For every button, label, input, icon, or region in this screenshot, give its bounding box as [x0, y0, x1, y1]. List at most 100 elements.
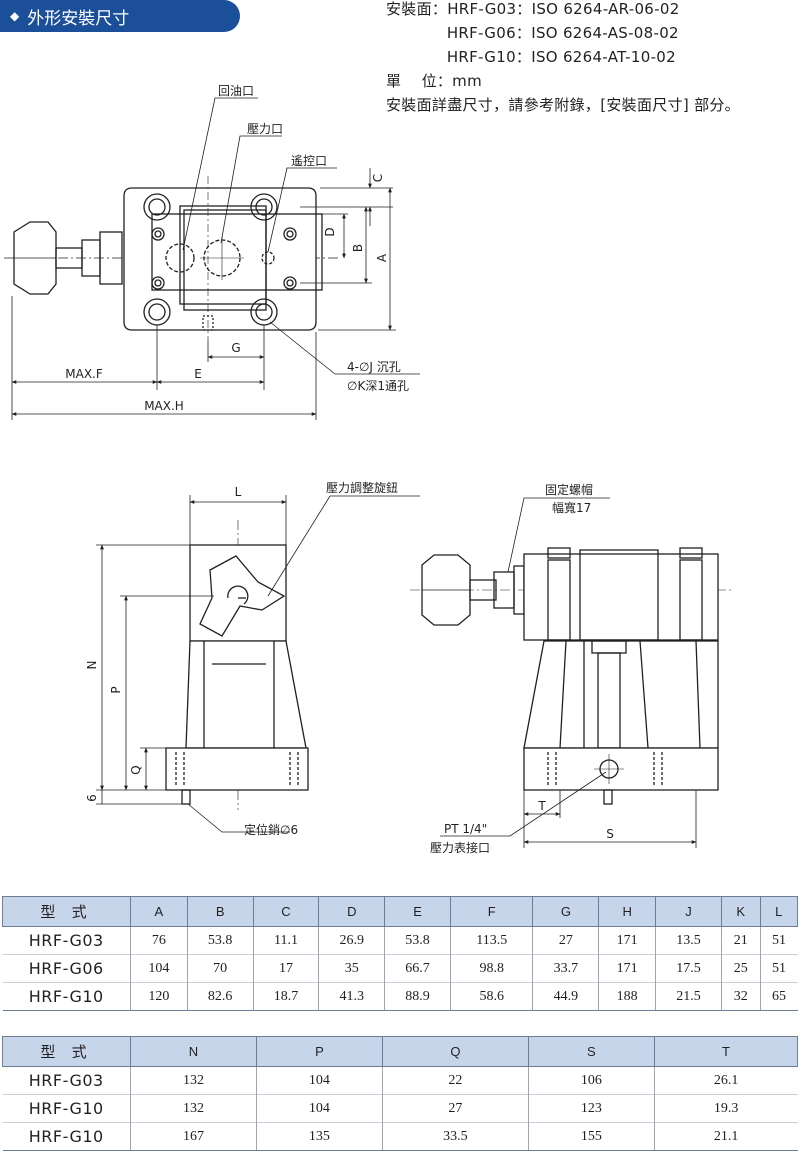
table-header: F	[449, 896, 534, 927]
table-cell: 53.8	[186, 926, 254, 955]
table-cell: 19.3	[653, 1094, 798, 1123]
diamond-bullet-icon: ◆	[10, 9, 20, 23]
table-cell: 13.5	[655, 926, 722, 955]
table-cell: 104	[255, 1094, 383, 1123]
label-L: L	[235, 485, 242, 499]
table-cell: 120	[130, 982, 188, 1011]
table-row: HRF-G10 132 104 27 123 19.3	[2, 1094, 798, 1123]
table-header: S	[527, 1036, 655, 1067]
table-cell: 155	[527, 1122, 655, 1151]
table-cell: 66.7	[384, 954, 451, 983]
table-cell: 33.5	[381, 1122, 529, 1151]
table-cell: 21.1	[653, 1122, 798, 1151]
label-N: N	[85, 661, 99, 670]
label-P: P	[109, 686, 123, 693]
spec-line-1: 安裝面：HRF-G03：ISO 6264-AR-06-02	[386, 0, 680, 18]
table-cell: 135	[255, 1122, 383, 1151]
table-cell: 22	[381, 1066, 529, 1095]
table-header: T	[653, 1036, 799, 1067]
table-cell: 17	[252, 954, 319, 983]
table-header: C	[252, 896, 320, 927]
table-cell: 104	[255, 1066, 383, 1095]
table-cell: 123	[527, 1094, 655, 1123]
table-cell: 113.5	[449, 926, 533, 955]
table-cell: 51	[759, 926, 798, 955]
technical-drawings: 回油口 壓力口 遙控口 C D B A G 4-∅J 沉孔 ∅K深1通孔 MAX…	[4, 84, 734, 855]
table-cell: 88.9	[384, 982, 451, 1011]
top-view-dimensions	[11, 97, 420, 420]
table-cell: 17.5	[655, 954, 722, 983]
table-row: HRF-G03 132 104 22 106 26.1	[2, 1066, 798, 1095]
table-cell: HRF-G03	[2, 926, 131, 955]
table-cell: 35	[318, 954, 385, 983]
table-cell: 11.1	[252, 926, 319, 955]
table-cell: 188	[598, 982, 656, 1011]
table-row: HRF-G10 167 135 33.5 155 21.1	[2, 1122, 798, 1151]
table-cell: 171	[598, 926, 656, 955]
table-cell: 70	[186, 954, 254, 983]
table-header: A	[130, 896, 188, 927]
table-cell: 25	[720, 954, 761, 983]
label-six: 6	[85, 794, 99, 802]
table-cell: 76	[130, 926, 188, 955]
label-C: C	[371, 174, 385, 182]
spec-line-4: 單 位：mm	[386, 72, 482, 90]
table-row: HRF-G06 104 70 17 35 66.7 98.8 33.7 171 …	[2, 954, 798, 983]
label-holes-2: ∅K深1通孔	[347, 379, 409, 393]
table-cell: 65	[759, 982, 798, 1011]
table-header: B	[186, 896, 254, 927]
label-maxf: MAX.F	[65, 367, 103, 381]
table-cell: 21.5	[655, 982, 722, 1011]
label-pressure-port: 壓力口	[247, 122, 283, 136]
table-cell: HRF-G10	[2, 1094, 131, 1123]
table-cell: HRF-G10	[2, 1122, 131, 1151]
table-cell: 106	[527, 1066, 655, 1095]
table-cell: 21	[720, 926, 761, 955]
label-G: G	[231, 341, 240, 355]
table-header: E	[384, 896, 451, 927]
front-view-drawing	[165, 520, 309, 810]
table-cell: HRF-G03	[2, 1066, 131, 1095]
table-header-row: 型 式 A B C D E F G H J K L	[2, 896, 799, 927]
label-pt: PT 1/4"	[444, 822, 487, 836]
table-cell: 104	[130, 954, 188, 983]
table-header: 型 式	[2, 896, 131, 927]
table-row: HRF-G10 120 82.6 18.7 41.3 88.9 58.6 44.…	[2, 982, 798, 1011]
label-Q: Q	[129, 765, 143, 774]
section-title-text: 外形安裝尺寸	[27, 8, 130, 29]
front-view-dimensions	[96, 495, 420, 833]
table-cell: 53.8	[384, 926, 451, 955]
label-remote-port: 遙控口	[291, 154, 327, 168]
table-cell: 26.9	[318, 926, 385, 955]
section-title: ◆ 外形安裝尺寸	[0, 0, 240, 32]
table-cell: 132	[130, 1066, 257, 1095]
table-header: 型 式	[2, 1036, 131, 1067]
table-cell: 41.3	[318, 982, 385, 1011]
table-header: J	[655, 896, 722, 927]
table-cell: 82.6	[186, 982, 254, 1011]
table-cell: 51	[759, 954, 798, 983]
label-T: T	[537, 799, 546, 813]
table-cell: HRF-G06	[2, 954, 131, 983]
table-header: G	[532, 896, 600, 927]
table-header: P	[255, 1036, 383, 1067]
table-cell: 26.1	[653, 1066, 798, 1095]
table-header: K	[720, 896, 761, 927]
label-gauge: 壓力表接口	[430, 840, 490, 855]
table-cell: 27	[532, 926, 599, 955]
label-nut-1: 固定螺帽	[545, 482, 593, 497]
side-view-dimensions	[440, 497, 697, 848]
table-header-row: 型 式 N P Q S T	[2, 1036, 799, 1067]
label-return-port: 回油口	[218, 84, 254, 98]
table-cell: 32	[720, 982, 761, 1011]
table-cell: 171	[598, 954, 656, 983]
table-cell: 167	[130, 1122, 257, 1151]
spec-line-3: HRF-G10：ISO 6264-AT-10-02	[386, 48, 676, 66]
label-A: A	[375, 253, 389, 262]
side-view-drawing	[410, 547, 734, 805]
label-B: B	[351, 244, 365, 252]
dimension-table-2: 型 式 N P Q S T HRF-G03 132 104 22 106 26.…	[2, 1036, 799, 1151]
table-header: N	[130, 1036, 257, 1067]
table-header: H	[598, 896, 657, 927]
table-header: D	[318, 896, 386, 927]
